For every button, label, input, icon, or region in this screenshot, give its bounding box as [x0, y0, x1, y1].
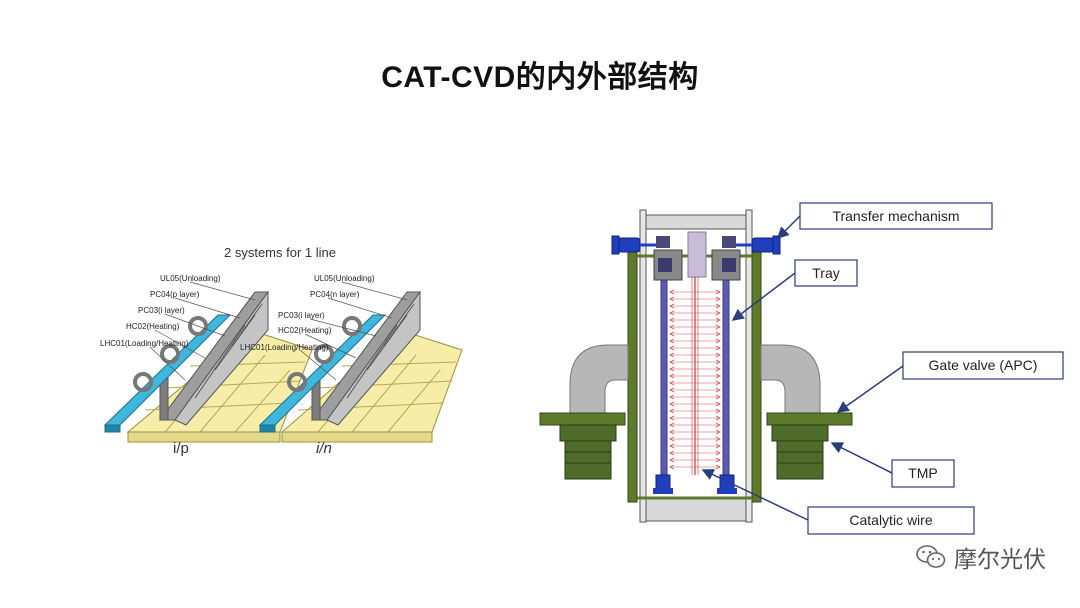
actuator-left — [611, 235, 665, 255]
callout-tray: Tray — [731, 259, 858, 321]
callout-transfer-mechanism: Transfer mechanism — [776, 202, 993, 240]
label-ul05: UL05(Unloading) — [314, 274, 375, 283]
system-caption: i/n — [316, 440, 332, 457]
pipe-right — [760, 344, 821, 416]
cvd-chamber — [539, 209, 853, 523]
label-ul05: UL05(Unloading) — [160, 274, 221, 283]
label-pc04: PC04(n layer) — [310, 290, 360, 299]
system-in: UL05(Unloading) PC04(n layer) PC03(i lay… — [240, 274, 463, 457]
page-title: CAT-CVD的内外部结构 — [381, 61, 699, 94]
chamber-wall-right — [751, 251, 762, 503]
tray-right — [722, 279, 730, 476]
chamber-row — [159, 290, 269, 426]
label-hc02: HC02(Heating) — [126, 322, 180, 331]
tmp-pump-left — [559, 424, 617, 480]
label-pc04: PC04(p layer) — [150, 290, 200, 299]
wechat-icon — [916, 545, 946, 568]
flux-arrows — [669, 289, 721, 470]
system-caption: i/p — [173, 440, 189, 457]
tray-left — [660, 279, 668, 476]
label-pc03: PC03(i layer) — [278, 311, 325, 320]
chamber-wall-left — [627, 251, 638, 503]
loader-row — [103, 314, 232, 433]
callout-label: Gate valve (APC) — [929, 357, 1038, 373]
pipe-left — [569, 344, 629, 416]
left-diagram-header: 2 systems for 1 line — [224, 245, 336, 260]
callout-label: Catalytic wire — [849, 512, 932, 528]
label-hc02: HC02(Heating) — [278, 326, 332, 335]
tmp-pump-right — [771, 424, 829, 480]
callout-catalytic-wire: Catalytic wire — [701, 469, 975, 535]
loader-row — [258, 314, 387, 433]
label-lhc01: LHC01(Loading/Heating) — [240, 343, 329, 352]
callout-label: TMP — [908, 465, 938, 481]
watermark: 摩尔光伏 — [916, 540, 1046, 574]
watermark-text: 摩尔光伏 — [954, 547, 1046, 573]
callout-tmp: TMP — [830, 442, 955, 488]
label-lhc01: LHC01(Loading/Heating) — [100, 339, 189, 348]
callout-label: Tray — [812, 265, 839, 281]
system-ip: UL05(Unloading) PC04(p layer) PC03(i lay… — [100, 274, 313, 457]
callout-label: Transfer mechanism — [832, 208, 959, 224]
label-pc03: PC03(i layer) — [138, 306, 185, 315]
callout-gate-valve: Gate valve (APC) — [836, 351, 1064, 413]
